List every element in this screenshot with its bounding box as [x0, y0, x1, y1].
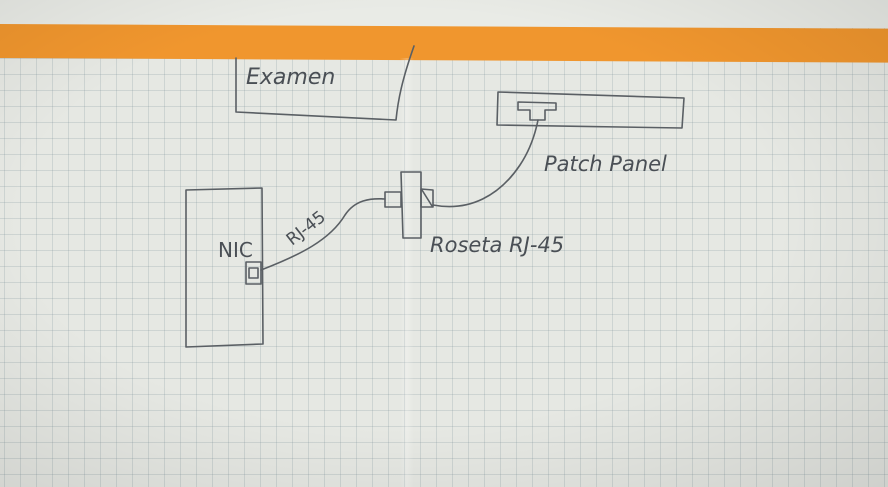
wall-outlet-label: Roseta RJ-45	[430, 233, 564, 257]
cable-outlet-to-patch-panel	[432, 119, 539, 208]
nic-label: NIC	[218, 238, 253, 262]
patch-panel-label: Patch Panel	[544, 152, 667, 176]
wall-outlet-right-jack	[420, 188, 434, 208]
wall-outlet-body	[400, 171, 422, 239]
wall-outlet-left-jack	[384, 191, 402, 208]
paper-fold	[400, 58, 414, 487]
exam-title-box	[235, 45, 415, 121]
cable-label: RJ-45	[283, 207, 330, 250]
nic-port	[245, 261, 262, 285]
patch-panel-box	[496, 91, 685, 129]
cable-nic-to-outlet	[260, 197, 386, 271]
patch-panel-port	[517, 101, 557, 121]
exam-label: Examen	[246, 65, 335, 90]
wall-outlet-right-jack-mark	[421, 189, 433, 207]
computer-box	[185, 187, 264, 348]
nic-port-inner	[248, 267, 259, 279]
paper-top-margin	[0, 0, 888, 28]
